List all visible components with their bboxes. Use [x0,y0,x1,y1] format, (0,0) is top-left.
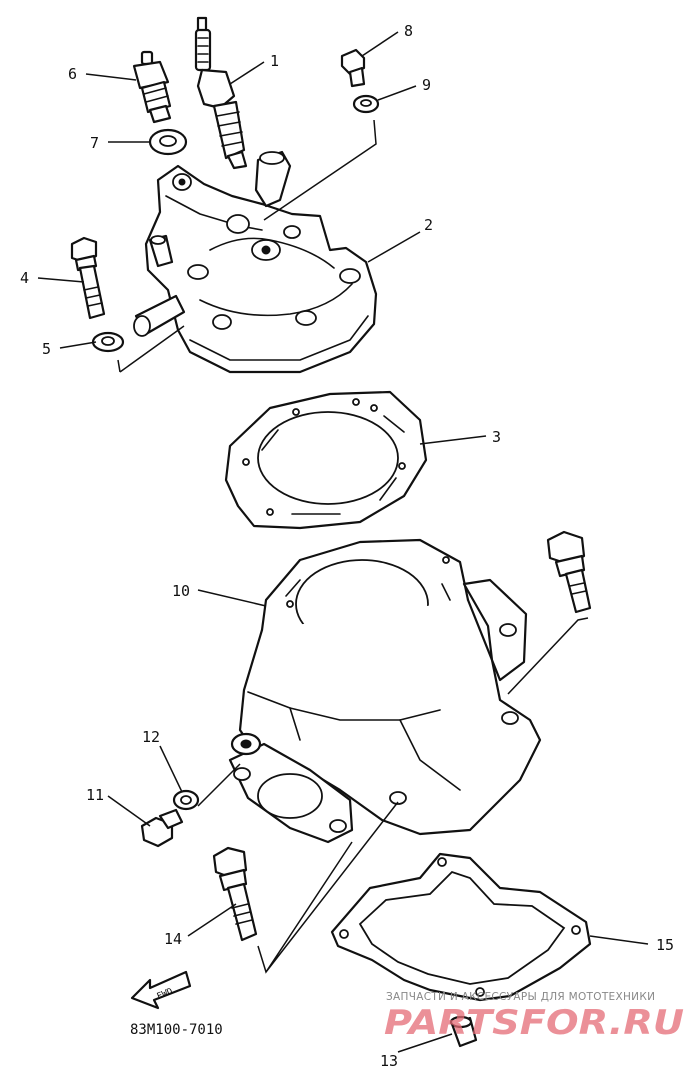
callout-1: 1 [270,52,279,70]
callout-4: 4 [20,269,29,287]
callout-8: 8 [404,22,413,40]
part-6-temperature-sensor [132,50,172,124]
callout-2: 2 [424,216,433,234]
part-5-washer [91,331,125,353]
part-13-dowel-pin [449,1015,478,1048]
part-12-washer [172,789,200,811]
part-15-base-gasket [330,852,592,1002]
callout-5: 5 [42,340,51,358]
callout-11: 11 [86,786,104,804]
part-2-cylinder-head [133,150,378,374]
callout-9: 9 [422,76,431,94]
callout-3: 3 [492,428,501,446]
callout-10: 10 [172,582,190,600]
watermark: ЗАПЧАСТИ И АКСЕССУАРЫ ДЛЯ МОТОТЕХНИКИ PA… [384,991,684,1043]
watermark-brand: PARTSFOR.RU [384,1003,684,1043]
part-7-washer [148,128,188,156]
callout-labels: 1 2 3 4 5 6 7 8 9 10 11 12 13 14 15 [20,22,674,1070]
part-14-bolt [212,846,258,942]
part-1-spark-plug [194,16,248,170]
callout-15: 15 [656,936,674,954]
callout-14: 14 [164,930,182,948]
callout-6: 6 [68,65,77,83]
part-11-drain-bolt [140,808,184,848]
part-3-head-gasket [224,390,428,530]
fwd-arrow-icon: FWD [130,970,192,1010]
drawing-code: 83M100-7010 [130,1022,223,1038]
watermark-tagline: ЗАПЧАСТИ И АКСЕССУАРЫ ДЛЯ МОТОТЕХНИКИ [386,991,655,1003]
callout-12: 12 [142,728,160,746]
part-4-bolt [70,236,106,320]
part-10-cylinder [228,538,542,844]
cylinder-bolt [546,530,592,614]
leader-lines [37,31,649,1053]
part-8-bolt [340,48,366,88]
callout-7: 7 [90,134,99,152]
callout-13: 13 [380,1052,398,1070]
part-9-washer [352,94,380,114]
